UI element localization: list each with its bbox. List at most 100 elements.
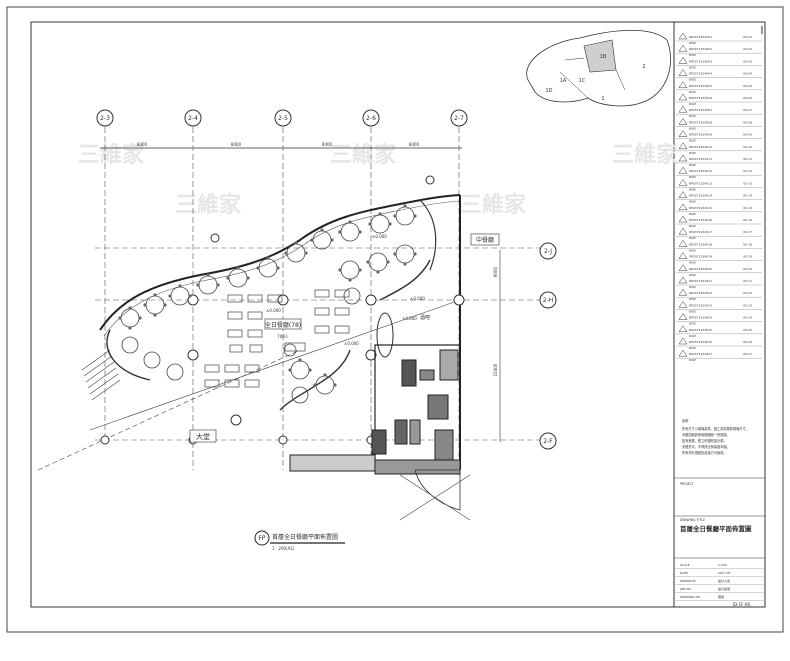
revision-code: RP2071234014 (689, 194, 712, 198)
banquette (106, 329, 151, 381)
revision-row: RP2071234007 BASE 00-07 (676, 105, 762, 118)
revision-row: RP2071234027 BASE 00-27 (676, 349, 762, 362)
revision-code: RP2071234002 (689, 47, 712, 51)
note-line: 所有材料須經批准後方可使用。 (682, 450, 727, 455)
revision-code: RP2071234017 (689, 230, 712, 234)
revision-date: 00-13 (743, 181, 752, 185)
revision-note: BASE (689, 53, 696, 57)
revision-triangle-icon (678, 69, 688, 76)
revision-note: BASE (689, 309, 696, 313)
revision-code: RP2071234005 (689, 84, 712, 88)
rect-tables (204, 289, 350, 388)
entrance-door (414, 469, 461, 511)
room-label-bar: 酒吧 (420, 314, 430, 321)
keyplan-label: 2 (642, 64, 645, 70)
info-label: DRAWN BY (680, 579, 696, 583)
revision-code: RP2071234003 (689, 59, 712, 63)
revision-date: 00-05 (743, 84, 752, 88)
revision-date: 00-22 (743, 291, 752, 295)
stair (81, 349, 121, 401)
revision-triangle-icon (678, 227, 688, 235)
room-tag (470, 233, 500, 246)
revision-note: BASE (689, 224, 696, 228)
revision-code: RP2071234007 (689, 108, 712, 112)
revision-triangle-icon (678, 178, 688, 186)
kitchen-equipment (409, 419, 421, 445)
info-label: DATE (680, 571, 688, 575)
revision-date: 00-12 (743, 169, 752, 173)
revision-note: BASE (689, 297, 696, 301)
info-value: 1:200 (718, 563, 727, 567)
grid-label: 2-4 (188, 115, 198, 122)
diagonal-boundary (37, 349, 301, 471)
revision-code: RP2071234023 (689, 303, 712, 307)
revision-date: 00-11 (743, 157, 752, 161)
revision-date: 00-20 (743, 267, 752, 271)
grid-label: 2-J (544, 248, 552, 255)
revision-code: RP2071234021 (689, 279, 712, 283)
revision-code: RP2071234027 (689, 352, 712, 356)
revision-note: BASE (689, 175, 696, 179)
revision-date: 00-07 (743, 108, 752, 112)
revision-triangle-icon (678, 276, 688, 284)
revision-note: BASE (689, 102, 696, 106)
revision-triangle-icon (678, 215, 688, 223)
revision-code: RP2071234004 (689, 72, 712, 76)
dim-text: 8400 (137, 142, 148, 147)
kitchen-equipment (371, 429, 387, 455)
sheet-number: ID-1F-06 (733, 602, 751, 607)
revision-triangle-icon (678, 337, 688, 345)
revision-triangle-icon (678, 154, 688, 162)
revision-triangle-icon (678, 313, 688, 320)
chairs (118, 204, 417, 387)
revision-note: BASE (689, 346, 696, 350)
revision-note: BASE (689, 273, 696, 277)
kitchen-block (289, 344, 461, 475)
revision-note: BASE (689, 212, 696, 216)
info-label: SCALE (680, 563, 690, 567)
revision-code: RP2071234020 (689, 267, 712, 271)
keyplan-label: 1C (579, 78, 586, 84)
keyplan-label: 1B (600, 54, 607, 60)
diagonal-boundary (399, 474, 471, 521)
revision-note: BASE (689, 261, 696, 265)
grid-bubbles-right: 2-J 2-H 2-F (539, 242, 557, 450)
revision-triangle-icon (678, 56, 688, 64)
kitchen-equipment (419, 369, 435, 381)
curved-facade-wall (99, 194, 461, 331)
level-text: ±0.000 (372, 234, 387, 239)
revision-date: 00-15 (743, 206, 752, 210)
revision-date: 00-27 (743, 352, 752, 356)
revision-triangle-icon (678, 325, 688, 333)
grid-label: 2-H (543, 297, 554, 304)
revision-triangle-icon (678, 239, 688, 247)
kitchen-counter (289, 454, 376, 472)
level-markers: ±0.000 ±0.000 ±0.000 ±0.000 ±0.000 (266, 234, 425, 346)
revision-triangle-icon (678, 117, 688, 125)
revision-note: BASE (689, 90, 696, 94)
info-label: DRAWING NO. (680, 595, 701, 599)
key-plan: 1B 1C 1A 2 1D 1 (526, 29, 671, 107)
revision-note: BASE (689, 285, 696, 289)
revision-triangle-icon (678, 93, 688, 101)
inner-border (30, 21, 766, 608)
top-dimension-texts: 8400 8400 8400 8400 (137, 142, 420, 147)
revision-date: 00-01 (743, 35, 752, 39)
revision-code: RP2071234025 (689, 328, 712, 332)
kitchen-equipment (394, 419, 408, 445)
revision-date: 00-24 (743, 316, 752, 320)
